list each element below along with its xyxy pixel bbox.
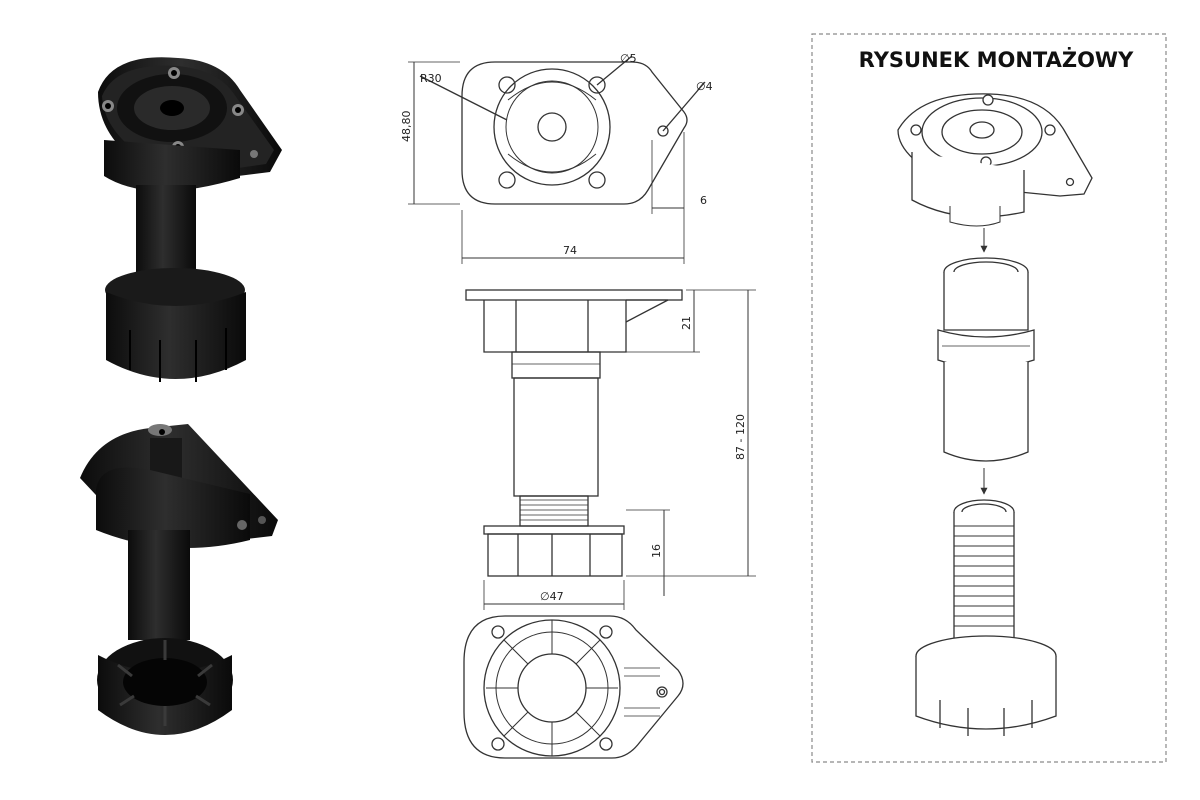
drawing-top-view bbox=[408, 55, 706, 264]
dim-body-height: 21 bbox=[680, 316, 693, 330]
dim-plate-depth: 48,80 bbox=[400, 111, 413, 143]
dim-height-range: 87 - 120 bbox=[734, 414, 747, 460]
dim-foot-diameter: ∅47 bbox=[540, 590, 564, 603]
assembly-frame bbox=[811, 33, 1167, 763]
render-view-top bbox=[98, 57, 282, 382]
assembly-screw-foot bbox=[915, 499, 1057, 736]
drawing-side-view bbox=[465, 289, 756, 610]
dim-hole-small: ∅4 bbox=[696, 80, 713, 93]
assembly-title: RYSUNEK MONTAŻOWY bbox=[859, 47, 1134, 72]
drawing-bottom-view bbox=[463, 615, 684, 759]
dim-plate-width: 74 bbox=[563, 244, 577, 257]
dim-hole-large: ∅5 bbox=[620, 52, 637, 65]
render-view-bottom bbox=[80, 424, 278, 735]
dim-tab-offset: 6 bbox=[700, 194, 707, 207]
assembly-mount-plate bbox=[897, 93, 1093, 227]
dim-radius: R30 bbox=[420, 72, 442, 85]
dim-foot-height: 16 bbox=[650, 544, 663, 558]
assembly-tube bbox=[937, 257, 1035, 462]
